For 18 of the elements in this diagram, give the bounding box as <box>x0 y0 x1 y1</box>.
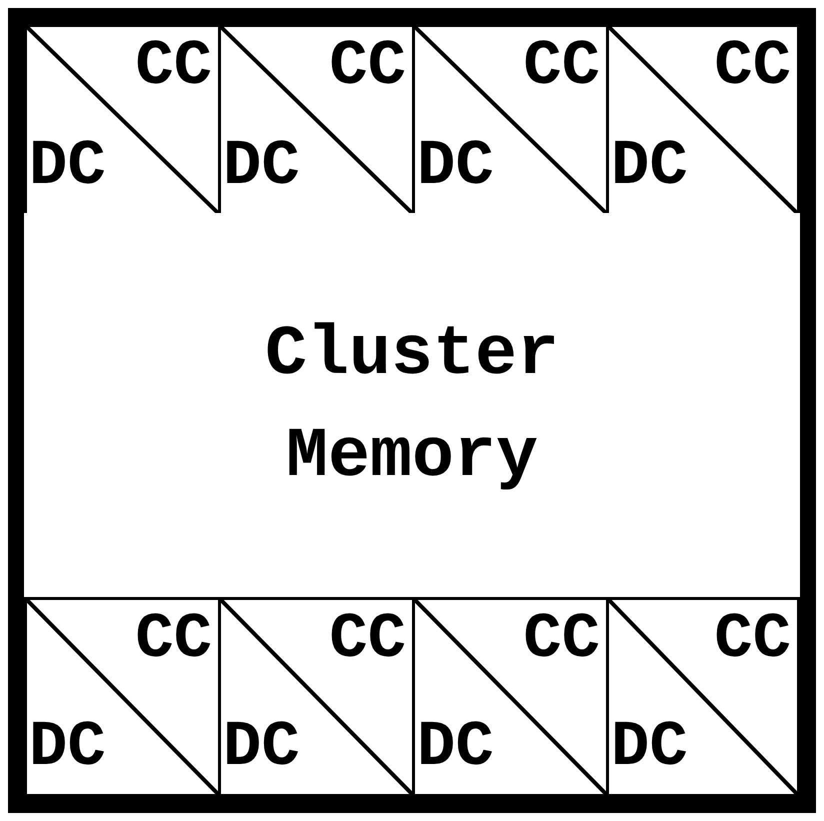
cell-label: DC <box>417 716 494 780</box>
cell-label: DC <box>29 135 106 199</box>
cell-label: DC <box>611 135 688 199</box>
cluster-frame <box>8 8 816 813</box>
cell-label: DC <box>611 716 688 780</box>
cell-label: DC <box>223 716 300 780</box>
memory-label: Cluster Memory <box>264 315 560 498</box>
cell-label: CC <box>714 608 791 672</box>
cell-label: CC <box>523 608 600 672</box>
cell-label: DC <box>223 135 300 199</box>
cell-label: CC <box>135 608 212 672</box>
cell-label: DC <box>29 716 106 780</box>
cell-label: CC <box>135 35 212 99</box>
cell-label: CC <box>329 35 406 99</box>
cell-label: CC <box>329 608 406 672</box>
cell-label: DC <box>417 135 494 199</box>
cell-label: CC <box>714 35 791 99</box>
cell-label: CC <box>523 35 600 99</box>
